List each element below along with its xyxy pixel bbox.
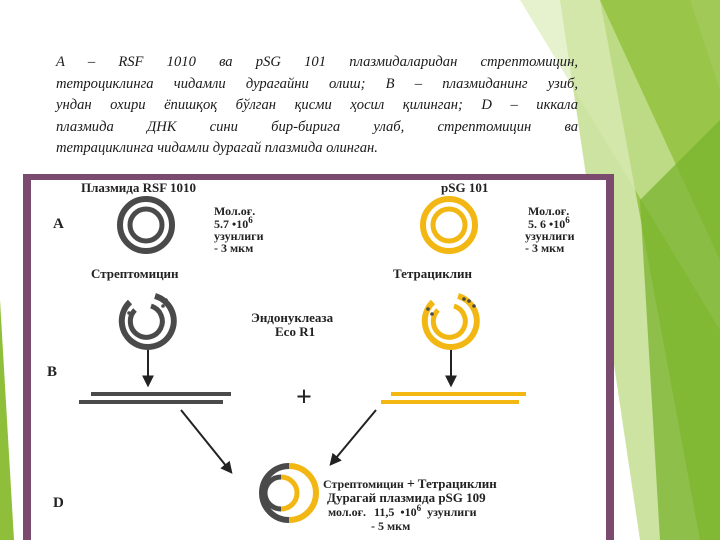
- hybrid-plasmid-yellow-inner: [280, 474, 300, 512]
- hybrid-plasmid-gray-inner: [262, 474, 282, 512]
- result-length-value: - 5 мкм: [371, 519, 410, 533]
- enzyme-name: Эндонуклеаза: [251, 310, 334, 325]
- right-cut-plasmid-outer: [421, 293, 480, 350]
- left-diagonal-arrow: [180, 409, 233, 474]
- right-sticky-end-dots: [426, 297, 476, 316]
- plasmid-diagram-panel: A B D Плазмида RSF 1010 Мол.оғ. 5.7 •106…: [31, 180, 606, 540]
- result-title: Дурагай плазмида pSG 109: [327, 490, 486, 505]
- right-length-value: - 3 мкм: [525, 241, 564, 255]
- left-plasmid-inner-ring: [127, 206, 165, 244]
- row-label-d: D: [53, 495, 64, 511]
- left-cut-plasmid-inner: [127, 303, 165, 340]
- left-mol-label: Мол.оғ.: [214, 204, 255, 218]
- plasmid-diagram: A B D Плазмида RSF 1010 Мол.оғ. 5.7 •106…: [47, 180, 575, 533]
- right-plasmid-title: pSG 101: [441, 180, 488, 195]
- right-length-label: узунлиги: [525, 229, 575, 243]
- right-plasmid-inner-ring: [430, 206, 468, 244]
- row-label-a: A: [53, 216, 64, 232]
- caption-line: тетрациклинга чидамли дурагай плазмида о…: [56, 140, 378, 156]
- caption-line: тетроциклинга чидамли дурагайни олиш; B …: [56, 75, 578, 92]
- result-antibiotics: Стрептомицин+Тетрациклин: [323, 476, 497, 492]
- right-plasmid-outer-ring: [420, 196, 478, 254]
- right-antibiotic-label: Тетрациклин: [393, 266, 472, 281]
- left-mol-value: 5.7 •106: [214, 215, 253, 231]
- left-cut-plasmid-outer: [118, 293, 177, 350]
- figure-caption: A – RSF 1010 ва pSG 101 плазмидаларидан …: [56, 52, 578, 160]
- green-corner-left: [0, 300, 14, 540]
- left-length-value: - 3 мкм: [214, 241, 253, 255]
- left-sticky-end-dots: [121, 297, 168, 318]
- right-mol-value: 5. 6 •106: [528, 215, 570, 231]
- hybrid-plasmid-yellow-outer: [288, 463, 319, 523]
- right-mol-label: Мол.оғ.: [528, 204, 569, 218]
- left-plasmid-outer-ring: [117, 196, 175, 254]
- right-diagonal-arrow: [329, 409, 377, 466]
- right-cut-plasmid-inner: [430, 303, 468, 340]
- left-plasmid-title: Плазмида RSF 1010: [81, 180, 196, 195]
- hybrid-plasmid-gray-outer: [259, 463, 290, 523]
- caption-line: плазмида ДНК сини бир-бирига улаб, стреп…: [56, 118, 578, 135]
- plasmid-diagram-frame: A B D Плазмида RSF 1010 Мол.оғ. 5.7 •106…: [23, 174, 614, 540]
- left-antibiotic-label: Стрептомицин: [91, 266, 179, 281]
- enzyme-code: Eco R1: [275, 324, 315, 339]
- caption-line: ундан охири ёпишқоқ бўлган қисми ҳосил қ…: [56, 97, 578, 113]
- green-stripe-front: [640, 120, 720, 540]
- caption-line: A – RSF 1010 ва pSG 101 плазмидаларидан …: [56, 54, 578, 70]
- left-length-label: узунлиги: [214, 229, 264, 243]
- plus-sign: +: [296, 382, 312, 413]
- row-label-b: B: [47, 364, 57, 380]
